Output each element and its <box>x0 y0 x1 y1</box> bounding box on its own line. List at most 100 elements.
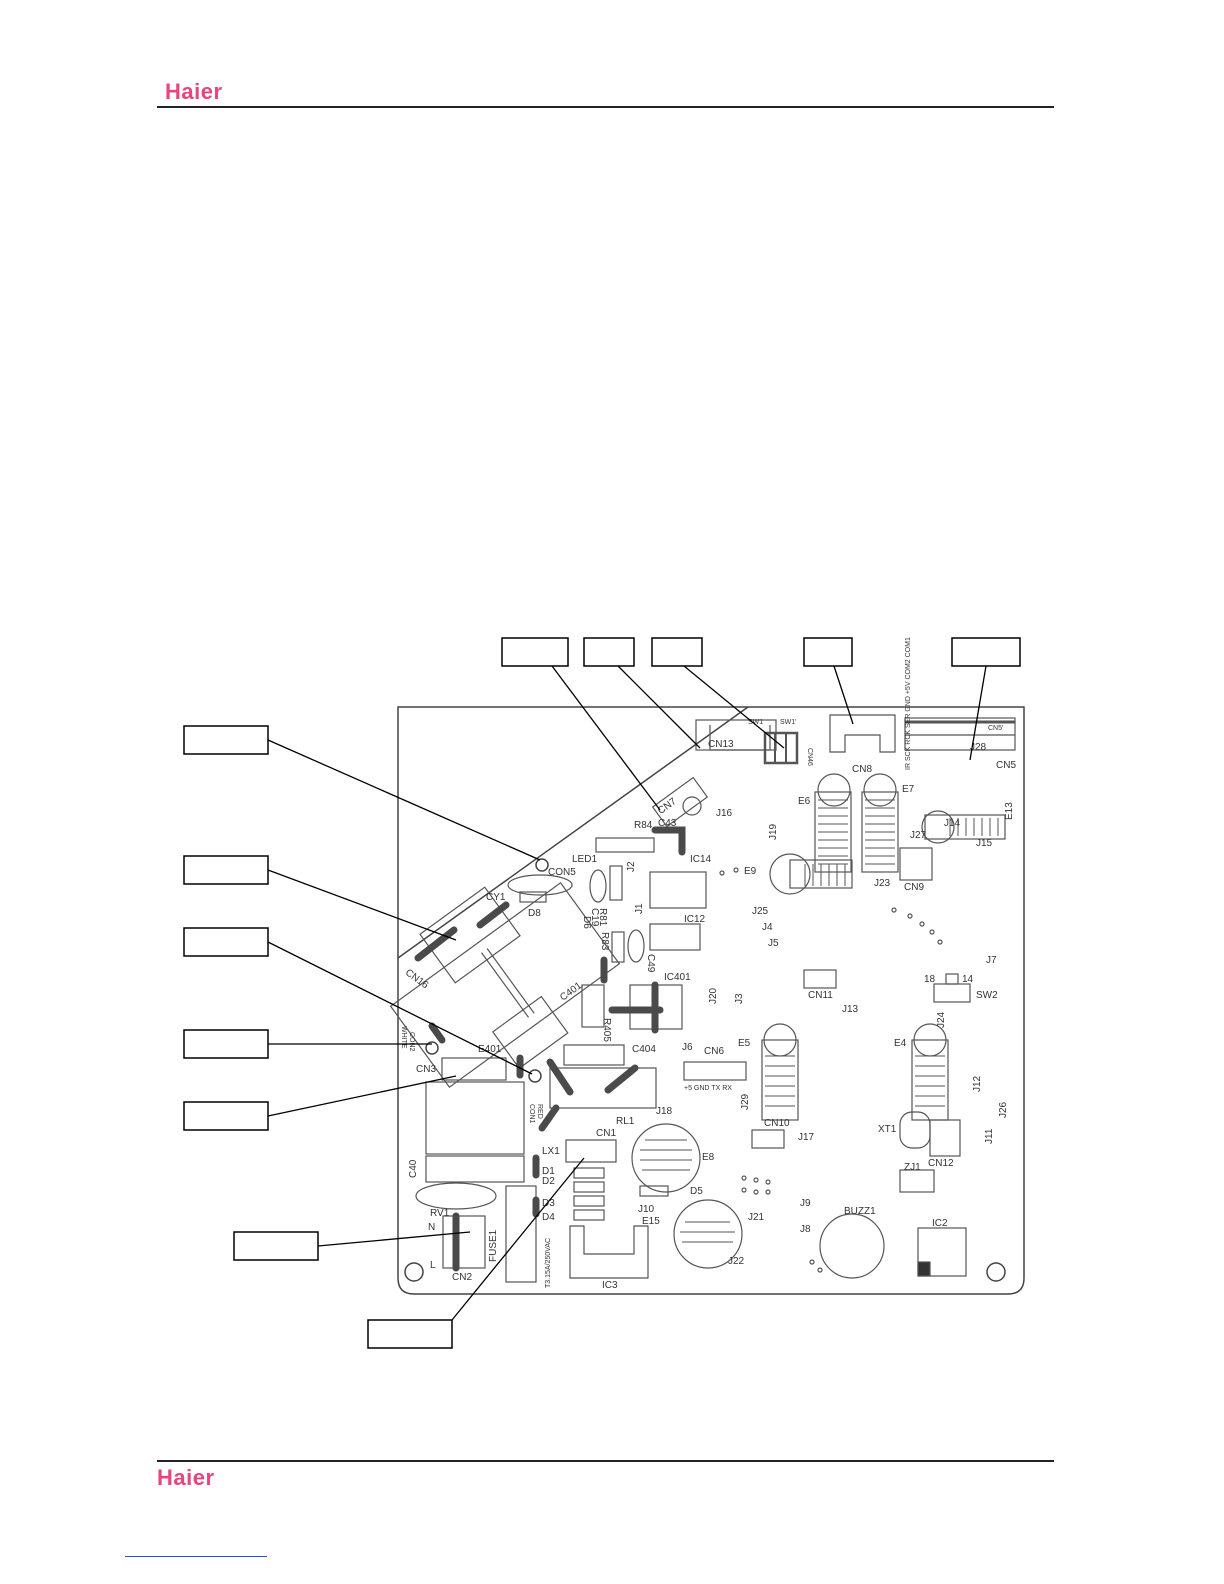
label-d6: D6 <box>581 916 592 929</box>
label-r405: R405 <box>601 1018 612 1042</box>
label-d5: D5 <box>690 1186 703 1197</box>
label-j14: J14 <box>944 818 961 829</box>
callout-box-left-5 <box>183 1101 269 1131</box>
callout-box-left-2 <box>183 855 269 885</box>
label-j11: J11 <box>984 1128 995 1144</box>
label-j29: J29 <box>740 1093 751 1110</box>
header-brand-logo: Haier <box>165 79 223 104</box>
callout-box-left-3 <box>183 927 269 957</box>
callout-box-top-3 <box>651 637 703 667</box>
label-lx1: LX1 <box>542 1146 560 1157</box>
label-sw2-14: 14 <box>962 974 974 985</box>
label-cn2: CN2 <box>452 1272 472 1283</box>
label-j19: J19 <box>768 823 779 840</box>
label-e401: E401 <box>478 1044 502 1055</box>
footer-brand-logo: Haier <box>157 1465 215 1490</box>
mounting-holes <box>404 858 1006 1282</box>
label-ic3: IC3 <box>602 1280 618 1291</box>
label-j24: J24 <box>936 1011 947 1028</box>
label-con5: CON5 <box>548 867 576 878</box>
label-c43: C43 <box>658 818 677 829</box>
label-e5: E5 <box>738 1038 751 1049</box>
label-e4: E4 <box>894 1038 907 1049</box>
label-zj1: ZJ1 <box>904 1162 921 1173</box>
label-sw2: SW2 <box>976 990 998 1001</box>
callout-box-top-2 <box>583 637 635 667</box>
label-j7: J7 <box>986 955 997 966</box>
label-cn13: CN13 <box>708 739 734 750</box>
label-j6: J6 <box>682 1042 693 1053</box>
label-j21: J21 <box>748 1212 765 1223</box>
label-j1: J1 <box>634 903 645 914</box>
label-j15: J15 <box>976 838 993 849</box>
label-cn46: CN46 <box>806 748 813 766</box>
hatched-regions <box>640 799 999 1243</box>
label-j3: J3 <box>734 993 745 1004</box>
label-led1: LED1 <box>572 854 597 865</box>
label-d3: D3 <box>542 1198 555 1209</box>
label-n: N <box>428 1222 435 1233</box>
label-j10: J10 <box>638 1204 655 1215</box>
label-rl1: RL1 <box>616 1116 635 1127</box>
label-con2: CON2 <box>408 1032 415 1052</box>
label-j18: J18 <box>656 1106 673 1117</box>
label-j20: J20 <box>708 987 719 1004</box>
label-j23: J23 <box>874 878 891 889</box>
label-r84: R84 <box>634 820 653 831</box>
label-cn9: CN9 <box>904 882 924 893</box>
label-j13: J13 <box>842 1004 859 1015</box>
label-j12: J12 <box>972 1075 983 1092</box>
label-ic12: IC12 <box>684 914 706 925</box>
callout-box-left-6 <box>233 1231 319 1261</box>
label-j28: J28 <box>970 742 987 753</box>
label-c401: C401 <box>558 980 584 1003</box>
label-j25: J25 <box>752 906 769 917</box>
label-j17: J17 <box>798 1132 815 1143</box>
label-sw1b: SW1' <box>780 719 797 726</box>
via-dots <box>719 867 943 1273</box>
label-r81: R81 <box>597 908 608 927</box>
label-d8: D8 <box>528 908 541 919</box>
label-buzz1: BUZZ1 <box>844 1206 876 1217</box>
label-e13: E13 <box>1004 802 1015 820</box>
label-d4: D4 <box>542 1212 555 1223</box>
label-j27: J27 <box>910 830 927 841</box>
label-white: WHITE <box>400 1026 407 1049</box>
footer-link-underline <box>125 1556 267 1557</box>
label-j8: J8 <box>800 1224 811 1235</box>
label-j9: J9 <box>800 1198 811 1209</box>
label-d2: D2 <box>542 1176 555 1187</box>
label-j5: J5 <box>768 938 779 949</box>
label-cn5b: CN5' <box>988 725 1003 732</box>
callout-box-bottom <box>367 1319 453 1349</box>
label-c49: C49 <box>645 954 656 973</box>
copper-traces <box>414 826 686 1272</box>
label-j22: J22 <box>728 1256 745 1267</box>
callout-box-left-1 <box>183 725 269 755</box>
label-cn5: CN5 <box>996 760 1016 771</box>
label-r83: R83 <box>599 932 610 951</box>
label-fuse1: FUSE1 <box>488 1229 499 1262</box>
label-ic2: IC2 <box>932 1218 948 1229</box>
label-ic14: IC14 <box>690 854 712 865</box>
label-cn5-pins: IR SCK RCK SER GND +5V COM2 COM1 <box>905 637 912 770</box>
label-cn3: CN3 <box>416 1064 436 1075</box>
callout-box-left-4 <box>183 1029 269 1059</box>
component-shapes <box>389 714 1016 1283</box>
label-cn1: CN1 <box>596 1128 616 1139</box>
label-c404: C404 <box>632 1044 656 1055</box>
header-rule <box>157 106 1054 108</box>
footer-rule <box>157 1460 1054 1462</box>
label-l: L <box>430 1260 436 1271</box>
label-cn11: CN11 <box>808 990 833 1001</box>
label-j26: J26 <box>998 1101 1009 1118</box>
label-e9: E9 <box>744 866 757 877</box>
label-j16: J16 <box>716 808 733 819</box>
callout-box-top-5 <box>951 637 1021 667</box>
label-cy1: CY1 <box>486 892 506 903</box>
label-e15: E15 <box>642 1216 660 1227</box>
label-con1: CON1 <box>528 1104 535 1124</box>
callout-box-top-4 <box>803 637 853 667</box>
label-j4: J4 <box>762 922 773 933</box>
